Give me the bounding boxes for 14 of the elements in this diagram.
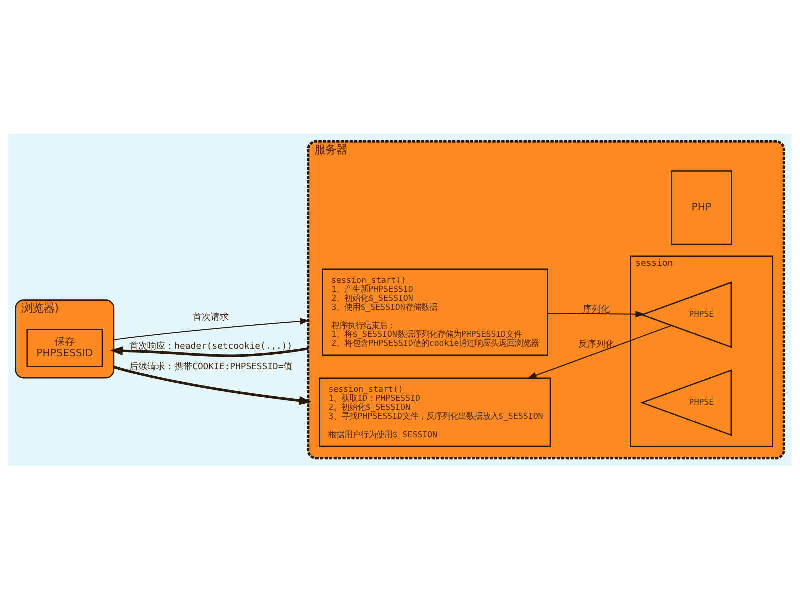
node-box: PHP [671, 170, 732, 246]
node-box: 保存 PHPSESSID [26, 329, 104, 368]
edge-label: 首次请求 [193, 313, 230, 324]
arrow [114, 366, 312, 406]
edge-label: 首次响应：header(setcookie(.,.)) [130, 342, 293, 352]
arrow [527, 325, 672, 379]
edge-label: 序列化 [582, 304, 610, 315]
edge-label: 反序列化 [578, 340, 614, 350]
node-box: session_start() 1、产生新PHPSESSID 2、初始化$_SESSION 3、使用$_SESSION存储数据 程序执行结束后： 1、将$_SESSION数据序列化存储为PHPSESSID文件 2、将包含PHPSESSID值的cookie通过响应头返回浏览器 [322, 268, 548, 356]
arrow [548, 310, 646, 318]
edge-label: 后续请求：携带COOKIE:PHPSESSID=值 [130, 362, 293, 372]
arrow [114, 318, 310, 341]
node-box: session_start() 1、获取ID：PHPSESSID 2、初始化$_SESSION 3、寻找PHPSESSID文件，反序列化出数据放入$_SESSION 根据用户行为使用$_SESSION [319, 378, 552, 448]
arrow [110, 346, 309, 358]
